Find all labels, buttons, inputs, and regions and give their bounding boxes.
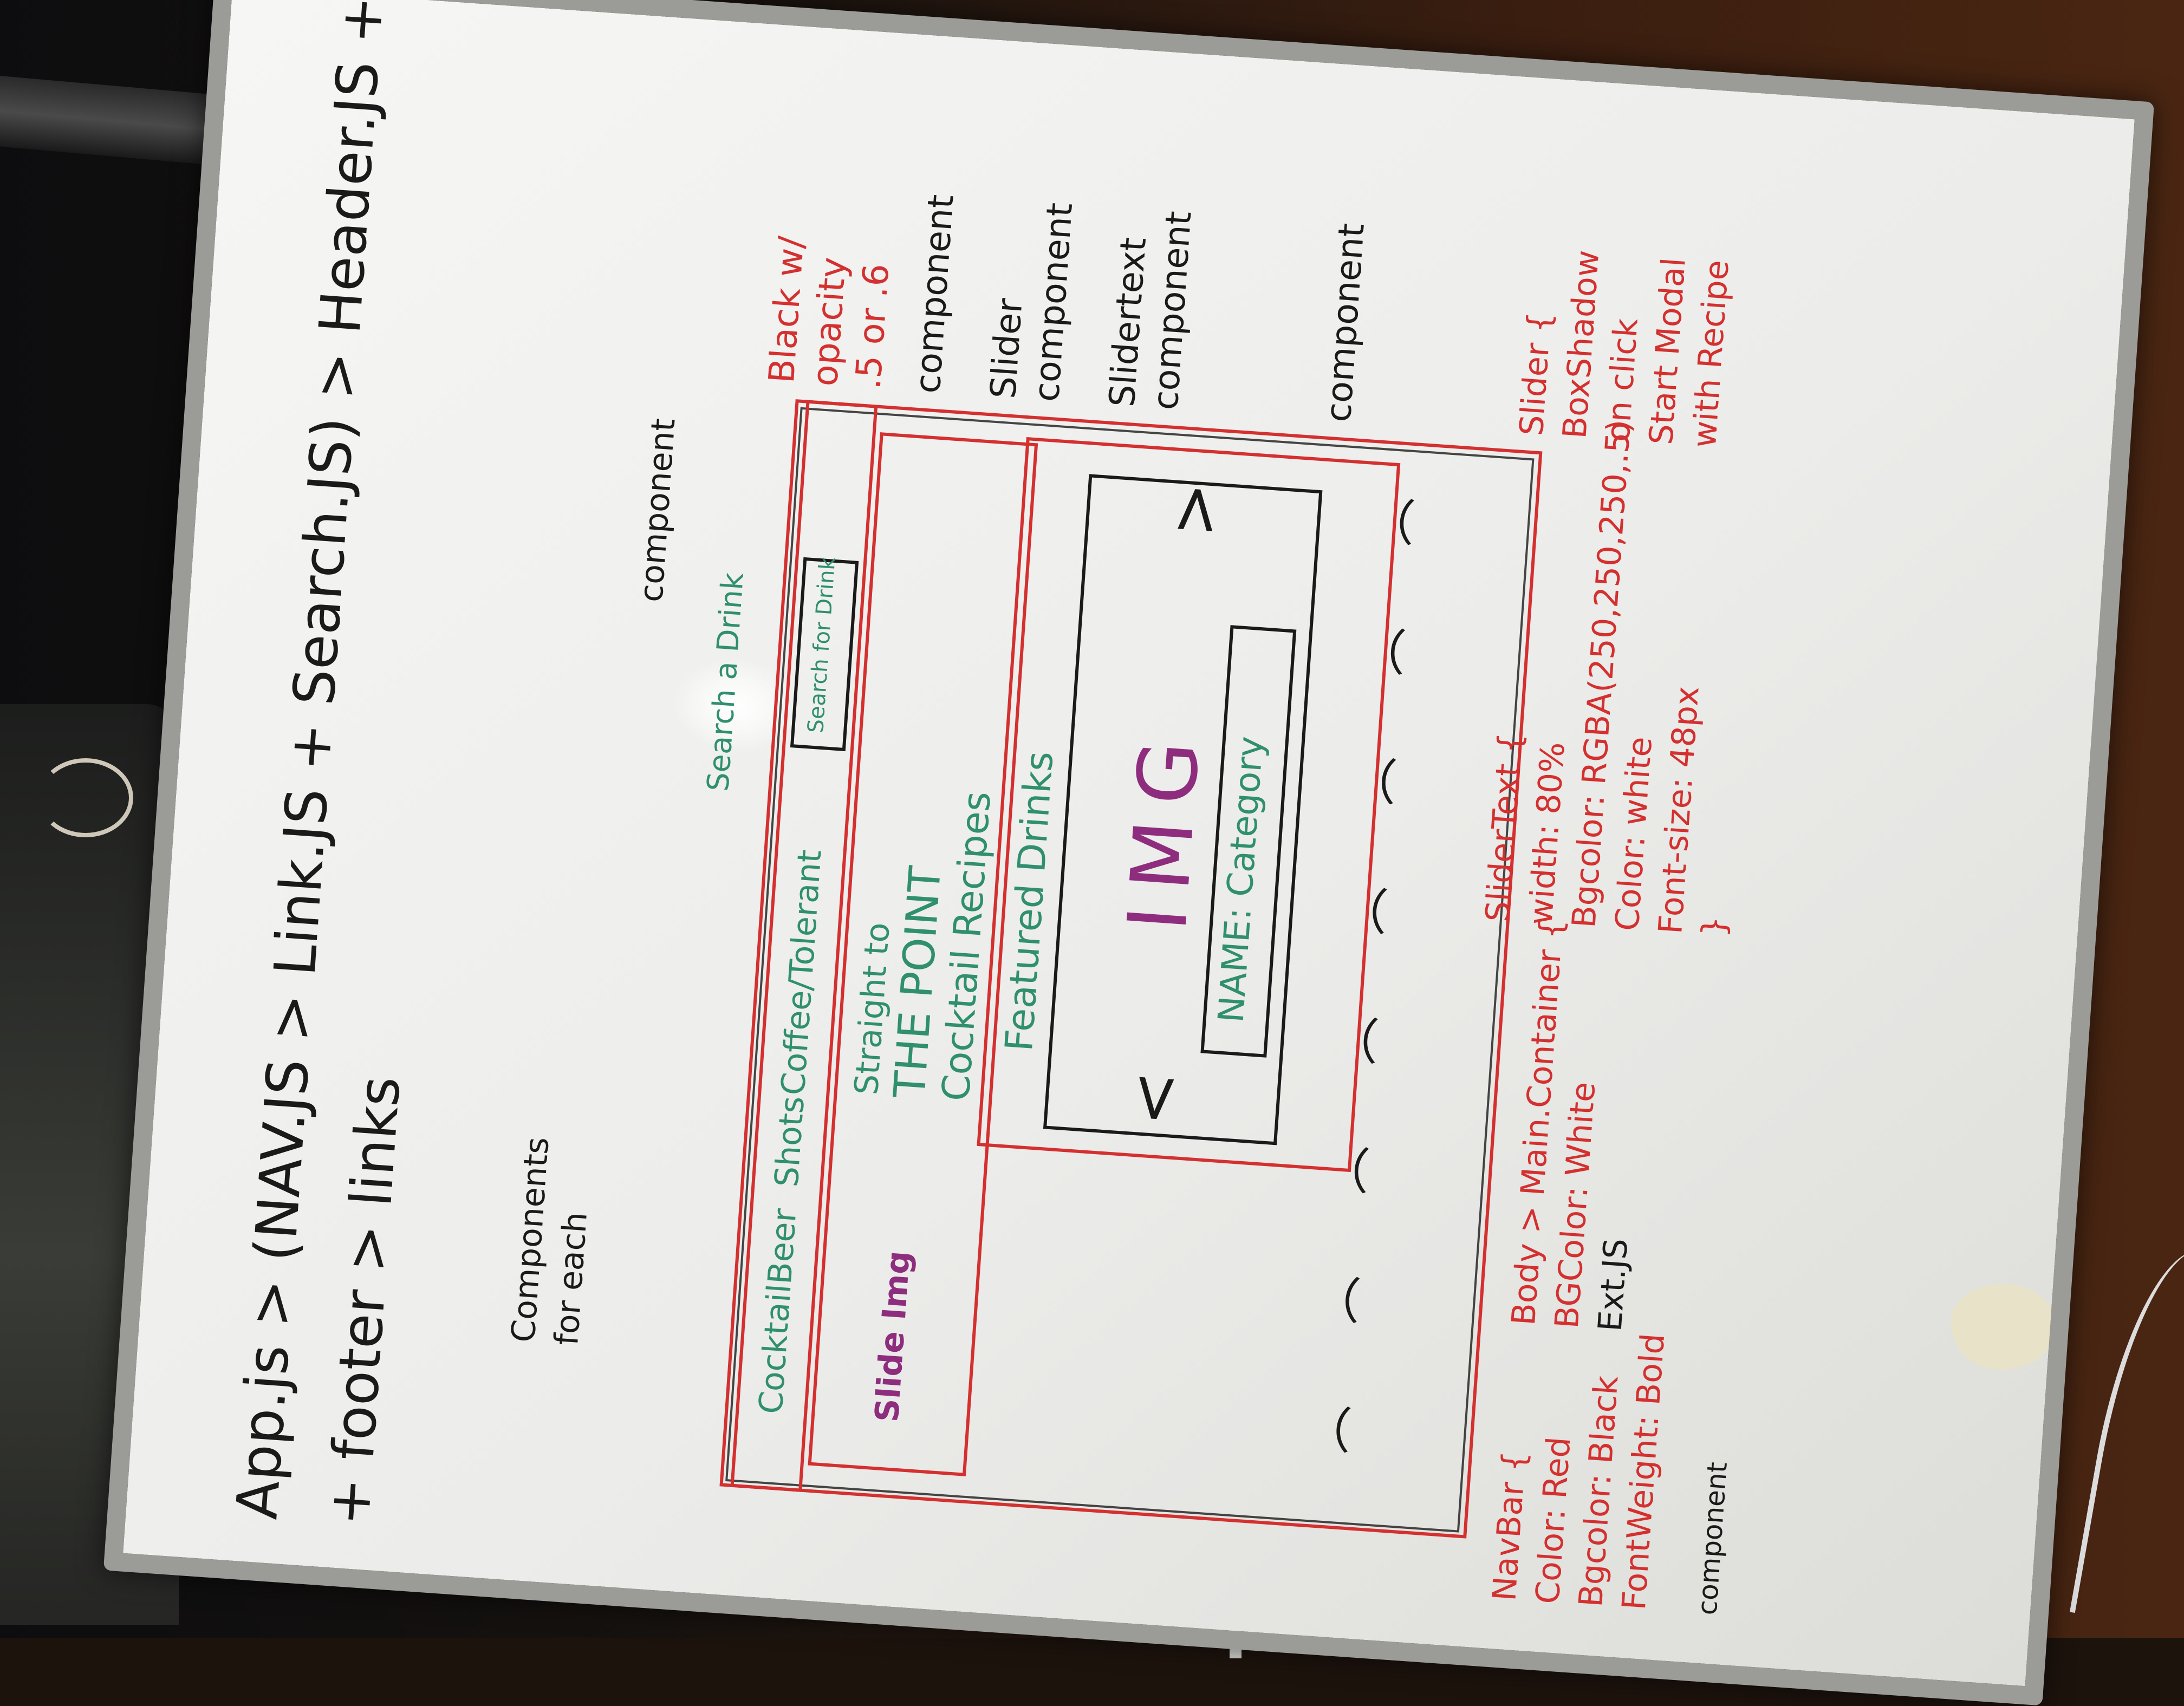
note-components-line-1: Components xyxy=(504,1136,557,1344)
search-label: Search a Drink xyxy=(700,571,751,793)
note-black-bg-3: .5 or .6 xyxy=(848,262,898,391)
white-cord xyxy=(38,758,133,837)
slider-css-1: Slider { xyxy=(1512,310,1559,437)
note-component-top: component xyxy=(632,417,683,603)
slider-css-5: with Recipe xyxy=(1685,258,1737,449)
note-black-bg-1: Black w/ xyxy=(761,235,812,385)
navbar-css-1: NavBar { xyxy=(1485,1450,1534,1603)
note-slider-component-2: component xyxy=(1026,201,1081,403)
note-slider-component-1: Slider xyxy=(983,297,1031,400)
img-placeholder: IMG xyxy=(1110,722,1219,934)
body-css-2: BGColor: White xyxy=(1548,1080,1603,1330)
slidertext-css-5: Font-size: 48px xyxy=(1651,685,1707,935)
note-component-2: component xyxy=(1318,222,1373,424)
chevron-right-icon: > xyxy=(1155,479,1234,539)
whiteboard: App.js > (NAV.JS > Link.JS + Search.JS) … xyxy=(103,0,2155,1706)
note-component-nav: component xyxy=(1691,1461,1733,1616)
slidertext-css-6: } xyxy=(1694,915,1734,939)
whiteboard-drawing: App.js > (NAV.JS > Link.JS + Search.JS) … xyxy=(146,0,2154,1667)
chevron-left-icon: < xyxy=(1114,1069,1193,1129)
note-slidertext-component-1: Slidertext xyxy=(1102,236,1155,408)
component-tree-line-2: + footer > links xyxy=(315,1074,413,1528)
navbar-css-3: Bgcolor: Black xyxy=(1571,1374,1626,1609)
note-slidertext-component-2: component xyxy=(1145,210,1200,412)
nav-item: Beer xyxy=(760,1207,804,1286)
slider-css-2: BoxShadow xyxy=(1556,249,1607,440)
body-css-3: Ext.JS xyxy=(1591,1237,1636,1333)
note-component-1: component xyxy=(907,193,962,395)
slidertext-css-4: Color: white xyxy=(1608,735,1660,933)
note-components-line-2: for each xyxy=(547,1210,595,1347)
note-black-bg-2: opacity xyxy=(804,256,855,388)
slidertext-css-2: width: 80% xyxy=(1522,740,1572,926)
nav-item: Shots xyxy=(768,1095,812,1188)
slider-css-4: Start Modal xyxy=(1642,256,1693,446)
navbar-css-4: FontWeight: Bold xyxy=(1615,1332,1673,1611)
slider-css-3: on click xyxy=(1599,317,1646,443)
nav-item: Cocktail xyxy=(752,1282,799,1415)
navbar-css-2: Color: Red xyxy=(1529,1435,1578,1605)
